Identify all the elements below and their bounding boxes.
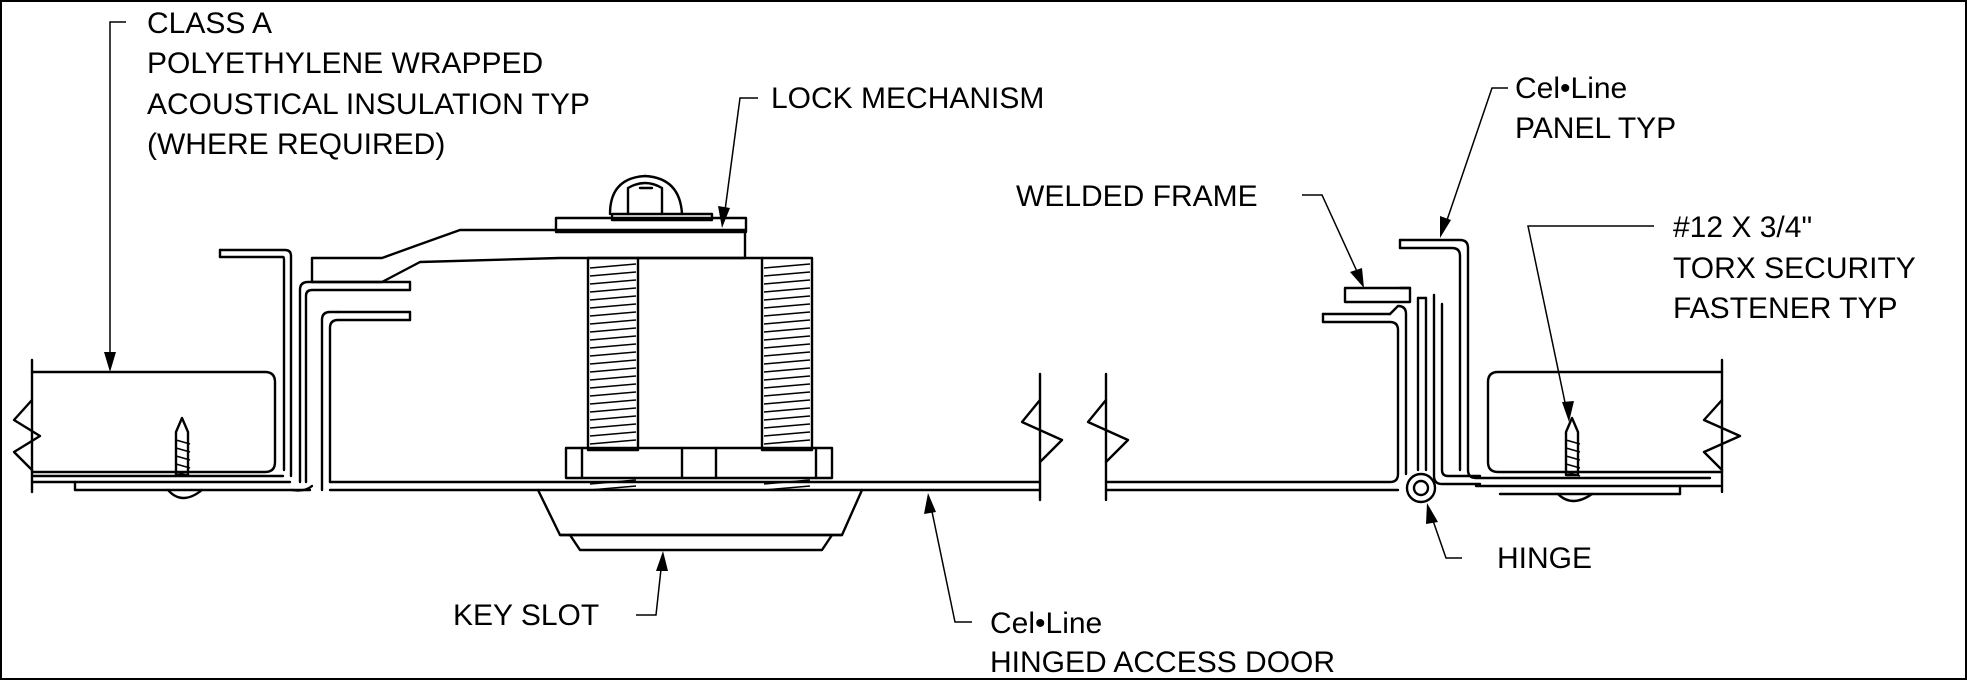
right-fastener (1556, 416, 1594, 503)
svg-text:Cel•Line: Cel•Line (1515, 72, 1627, 105)
right-ceiling-panel (1398, 238, 1722, 496)
left-insulation (12, 358, 277, 494)
left-fastener (166, 416, 204, 500)
lock-threads (589, 263, 811, 445)
leader-lines (104, 21, 1654, 623)
callout-insulation: CLASS A POLYETHYLENE WRAPPED ACOUSTICAL … (147, 7, 590, 161)
callout-panel: Cel•Line PANEL TYP (1515, 72, 1676, 145)
callout-lock-mechanism: LOCK MECHANISM (771, 82, 1044, 115)
svg-text:ACOUSTICAL INSULATION TYP: ACOUSTICAL INSULATION TYP (147, 88, 590, 121)
callout-hinge: HINGE (1497, 542, 1592, 575)
hinge (1405, 472, 1437, 504)
right-insulation (1486, 358, 1742, 494)
door-panel-left (320, 310, 1064, 502)
svg-text:(WHERE REQUIRED): (WHERE REQUIRED) (147, 128, 445, 161)
door-panel-right (1086, 304, 1408, 502)
callout-fastener: #12 X 3/4" TORX SECURITY FASTENER TYP (1673, 211, 1916, 325)
svg-text:PANEL TYP: PANEL TYP (1515, 112, 1676, 145)
svg-text:HINGED ACCESS DOOR: HINGED ACCESS DOOR (990, 646, 1335, 679)
right-welded-frame (1343, 286, 1482, 486)
left-panel-flange (218, 248, 412, 492)
callout-door: Cel•Line HINGED ACCESS DOOR (990, 607, 1335, 679)
svg-text:#12 X 3/4": #12 X 3/4" (1673, 211, 1812, 244)
callout-key-slot: KEY SLOT (453, 599, 599, 632)
left-ceiling-panel (30, 474, 312, 492)
svg-text:POLYETHYLENE WRAPPED: POLYETHYLENE WRAPPED (147, 47, 543, 80)
lock-mechanism (310, 174, 864, 552)
svg-text:TORX SECURITY: TORX SECURITY (1673, 252, 1916, 285)
svg-text:Cel•Line: Cel•Line (990, 607, 1102, 640)
svg-text:CLASS A: CLASS A (147, 7, 272, 40)
callout-welded-frame: WELDED FRAME (1016, 180, 1258, 213)
svg-text:FASTENER TYP: FASTENER TYP (1673, 292, 1898, 325)
